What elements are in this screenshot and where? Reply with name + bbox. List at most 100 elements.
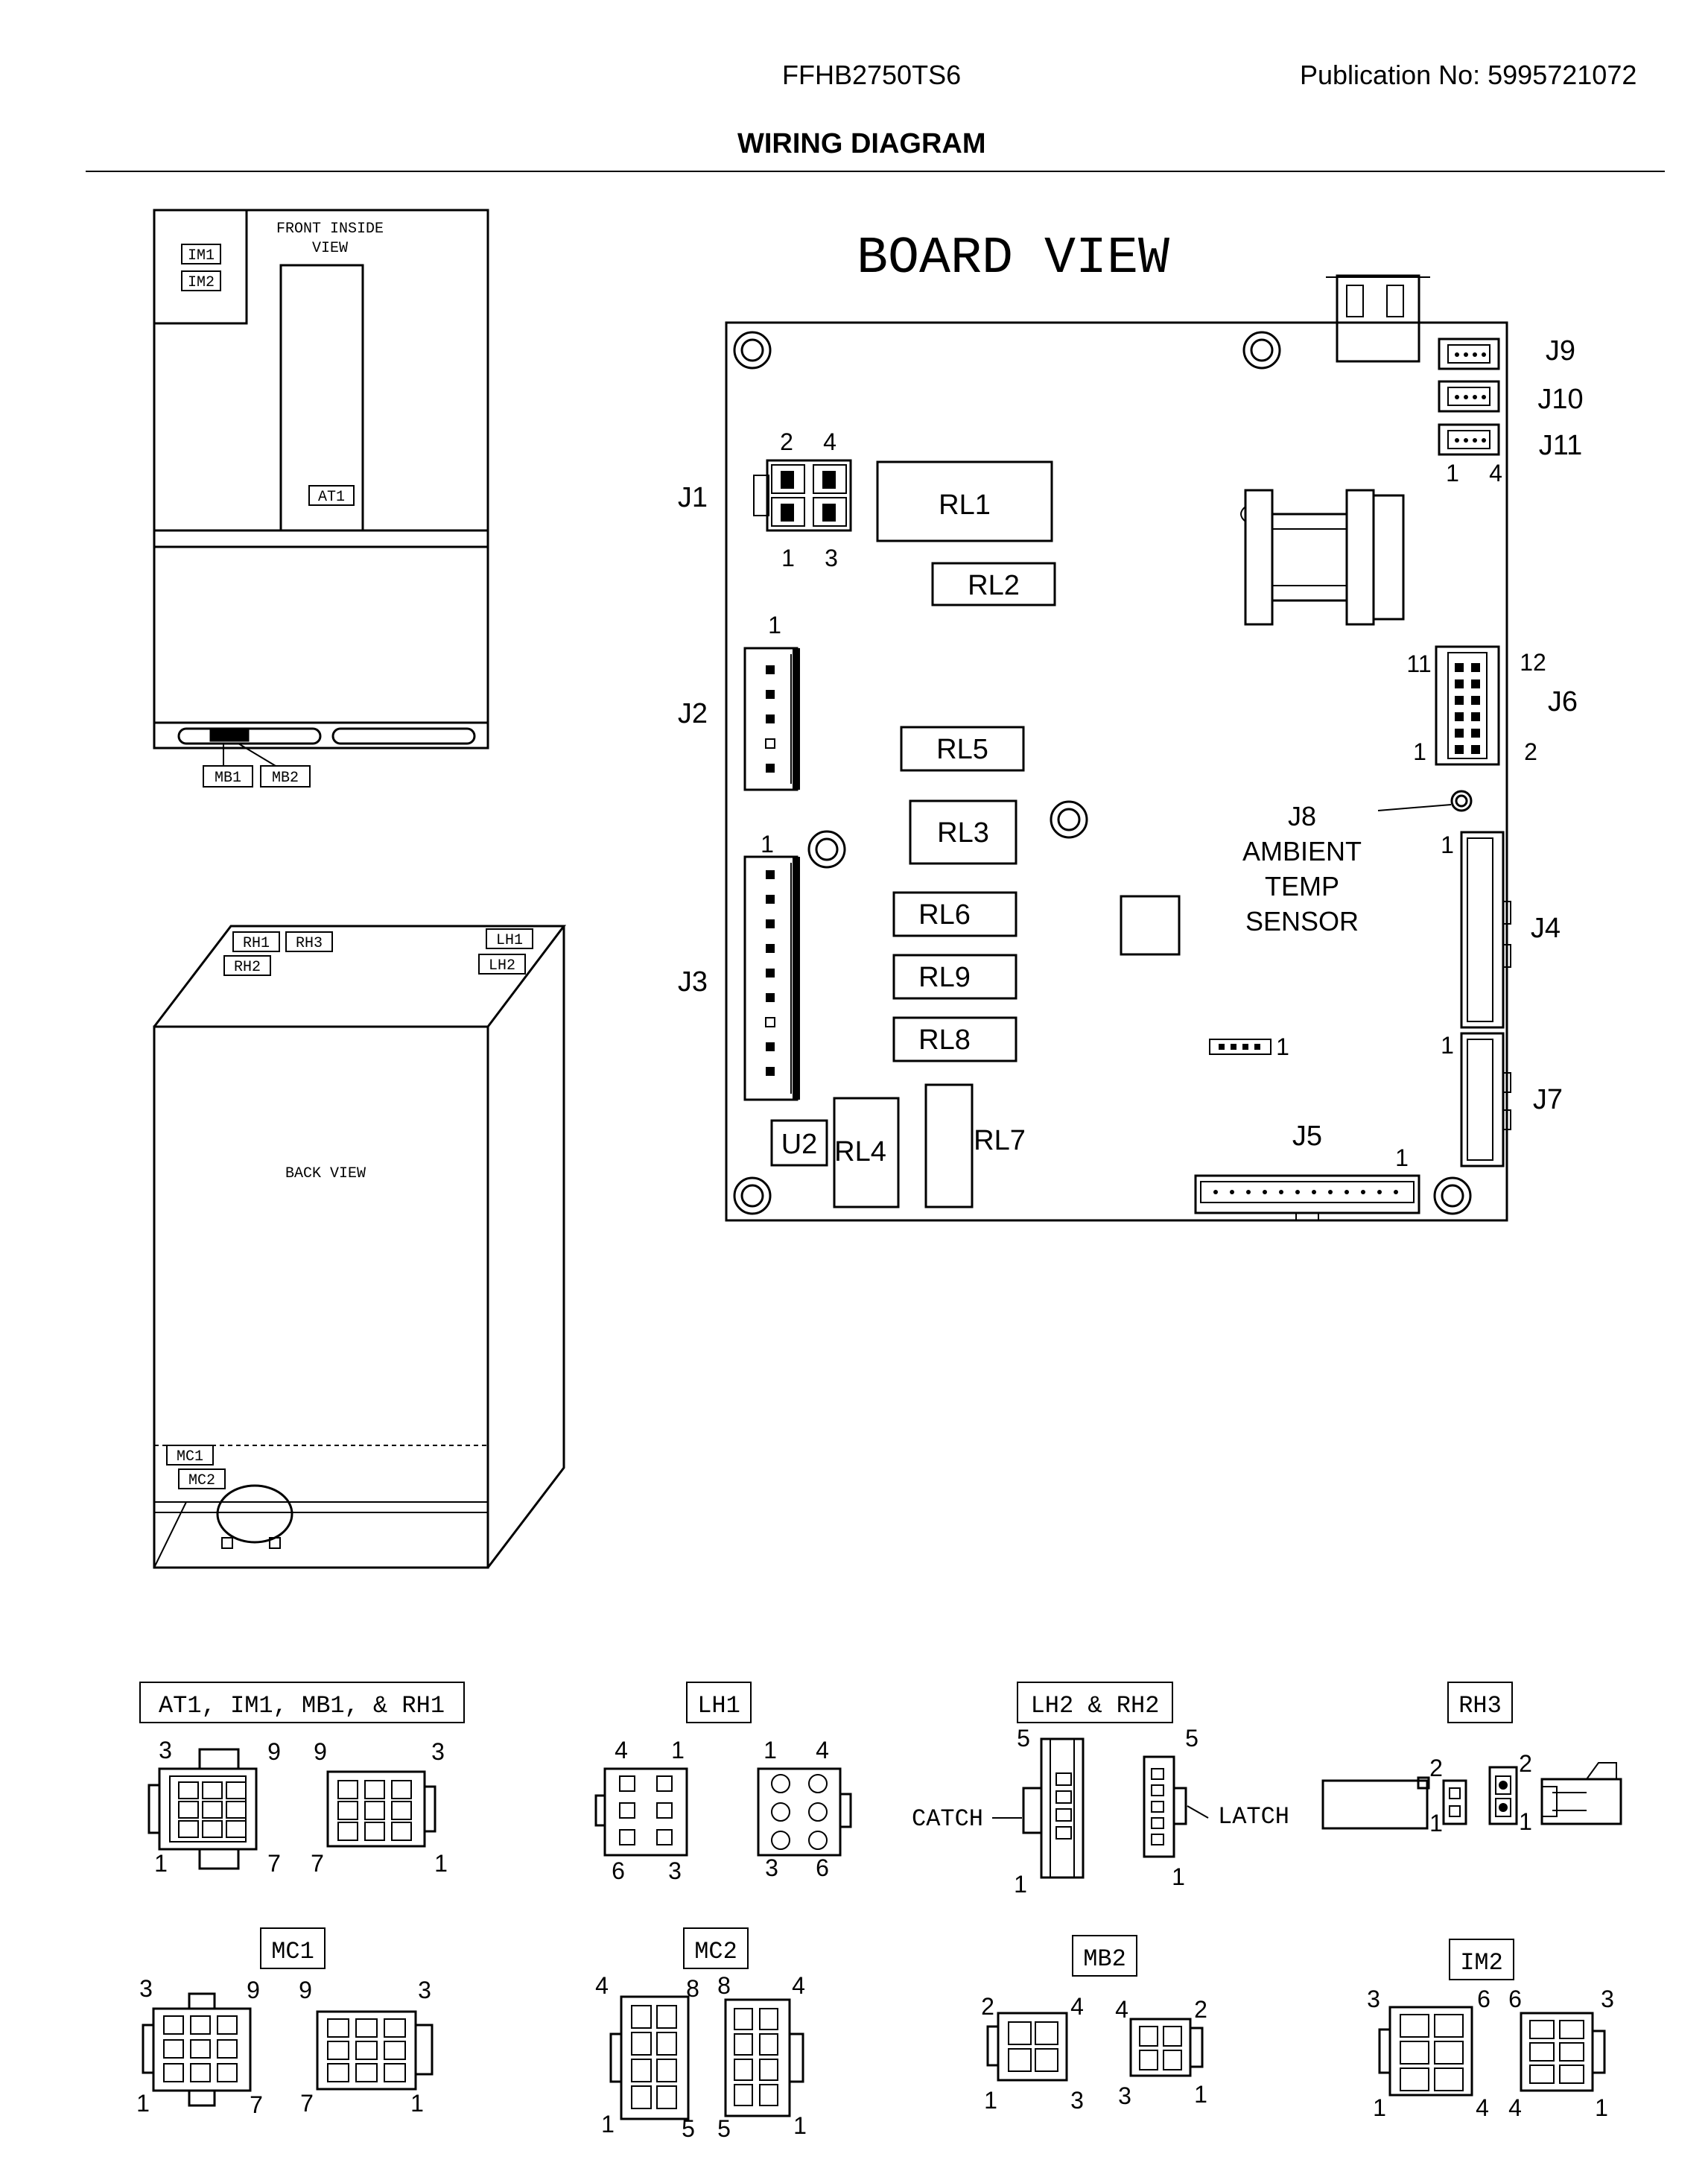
pin: 4 (615, 1737, 628, 1764)
pin: 1 (1373, 2094, 1386, 2121)
lh2-catch-label: CATCH (912, 1805, 983, 1833)
pin: 1 (1172, 1863, 1185, 1890)
connector-j5: J5 (1292, 1121, 1322, 1152)
pin: 3 (1601, 1986, 1614, 2012)
legend-label-rh3: RH3 (1458, 1692, 1502, 1720)
pin: 4 (1070, 1993, 1084, 2020)
front-label-mb2: MB2 (272, 770, 299, 787)
pin: 3 (668, 1857, 682, 1884)
connector-at1-group (147, 1748, 436, 1870)
pin: 5 (1017, 1725, 1030, 1752)
pin: 1 (1595, 2094, 1608, 2121)
pin: 3 (418, 1977, 431, 2003)
j11-pin-1: 1 (1446, 460, 1459, 487)
connector-j3: J3 (678, 966, 708, 998)
connector-j1: J1 (678, 482, 708, 513)
connector-rh3-group (1321, 1762, 1622, 1830)
pin: 2 (1519, 1750, 1532, 1777)
back-view-title: BACK VIEW (285, 1165, 366, 1182)
pin: 1 (136, 2090, 150, 2117)
j7-pin-1: 1 (1441, 1032, 1454, 1059)
j8-ambient: AMBIENT (1242, 836, 1362, 866)
connector-j6: J6 (1548, 686, 1578, 717)
pin: 6 (816, 1854, 829, 1881)
pin: 4 (792, 1972, 805, 1999)
front-inside-view: FRONT INSIDE VIEW IM1 IM2 AT1 MB1 MB2 (153, 209, 489, 788)
pin: 8 (686, 1975, 699, 2002)
relay-rl7: RL7 (974, 1125, 1026, 1156)
pin: 1 (1194, 2081, 1207, 2108)
j11-pin-4: 4 (1489, 460, 1502, 487)
pin: 1 (1429, 1810, 1443, 1837)
relay-rl6: RL6 (918, 899, 971, 931)
pin: 2 (981, 1993, 994, 2020)
lh2-latch-label: LATCH (1218, 1803, 1289, 1831)
j6-pin-12: 12 (1520, 649, 1546, 676)
relay-rl2: RL2 (968, 570, 1020, 601)
connector-j9: J9 (1546, 335, 1575, 367)
j8-temp: TEMP (1265, 871, 1339, 902)
connector-j4: J4 (1531, 913, 1561, 944)
j2-pin-1: 1 (768, 612, 781, 639)
j1-pin-1: 1 (781, 545, 795, 571)
j1-pin-3: 3 (825, 545, 838, 571)
pin: 9 (314, 1738, 327, 1765)
legend-label-lh1: LH1 (697, 1692, 740, 1720)
j6-pin-1: 1 (1413, 738, 1426, 765)
pin: 7 (267, 1850, 281, 1877)
legend-label-lh2-rh2: LH2 & RH2 (1031, 1692, 1160, 1720)
pin: 4 (816, 1737, 829, 1764)
front-label-mb1: MB1 (215, 770, 241, 787)
connector-j7: J7 (1533, 1084, 1563, 1115)
pin: 7 (250, 2091, 263, 2118)
pin: 1 (1014, 1871, 1027, 1898)
pin: 3 (139, 1975, 153, 2002)
back-label-mc2: MC2 (188, 1472, 215, 1489)
relay-rl4: RL4 (834, 1136, 886, 1167)
connector-j11: J11 (1539, 430, 1582, 461)
back-view: BACK VIEW RH1 RH3 RH2 LH1 LH2 MC1 MC2 (153, 925, 567, 1569)
j1-pin-4: 4 (823, 428, 836, 455)
pin: 3 (1367, 1986, 1380, 2012)
j4-pin-1: 1 (1441, 831, 1454, 858)
back-label-mc1: MC1 (177, 1448, 203, 1466)
pin: 3 (159, 1737, 172, 1764)
pin: 9 (247, 1977, 260, 2003)
pin: 3 (1118, 2082, 1131, 2109)
back-label-lh2: LH2 (489, 957, 515, 975)
j1-pin-2: 2 (780, 428, 793, 455)
pin: 5 (682, 2115, 695, 2142)
connector-j10: J10 (1537, 384, 1583, 415)
pin: 3 (765, 1854, 778, 1881)
legend-label-im2: IM2 (1460, 1949, 1503, 1977)
pin: 1 (793, 2112, 807, 2139)
pin: 5 (717, 2115, 731, 2142)
pin: 7 (311, 1850, 324, 1877)
pin: 1 (984, 2087, 997, 2114)
pin: 1 (1519, 1808, 1532, 1835)
pin: 6 (1508, 1986, 1522, 2012)
connector-mc2-group (609, 1995, 804, 2120)
connector-j2: J2 (678, 698, 708, 729)
page-title: WIRING DIAGRAM (737, 128, 986, 159)
connector-mb2-group (986, 2012, 1204, 2082)
pin: 6 (1477, 1986, 1490, 2012)
pin: 4 (1115, 1996, 1128, 2023)
publication-number: Publication No: 5995721072 (1300, 60, 1637, 90)
pin: 3 (1070, 2087, 1084, 2114)
connector-im2-group (1378, 2006, 1606, 2097)
connector-mc1-group (142, 1992, 434, 2107)
pin: 4 (1508, 2094, 1522, 2121)
model-number: FFHB2750TS6 (782, 60, 962, 90)
pin: 8 (717, 1972, 731, 1999)
back-label-rh1: RH1 (243, 935, 270, 952)
board-view: BOARD VIEW RL1 RL2 RL5 RL3 RL6 RL9 RL8 R… (678, 229, 1584, 1222)
front-label-im2: IM2 (188, 274, 215, 291)
pin: 2 (1194, 1996, 1207, 2023)
relay-rl3: RL3 (937, 817, 989, 849)
j3-pin-1: 1 (761, 831, 774, 858)
pin: 6 (612, 1857, 625, 1884)
pin: 5 (1185, 1725, 1199, 1752)
pin: 1 (601, 2111, 615, 2138)
